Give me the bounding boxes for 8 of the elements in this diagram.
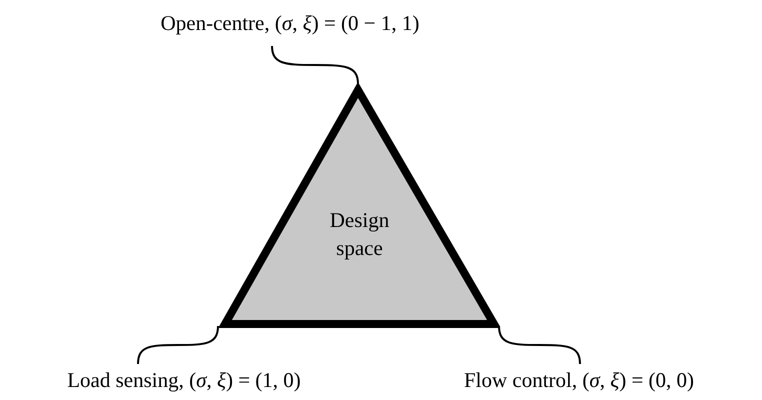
- leader-line: [498, 326, 581, 364]
- callout-text: Flow control, (σ, ξ) = (0, 0): [398, 364, 760, 398]
- leader-line: [137, 326, 219, 364]
- triangle-label: Design space: [328, 207, 390, 262]
- design-space-triangle: [219, 84, 500, 328]
- callout-text: Open-centre, (σ, ξ) = (0 − 1, 1): [90, 6, 490, 42]
- leader-line: [271, 46, 359, 84]
- callout-text: Load sensing, (σ, ξ) = (1, 0): [4, 364, 364, 398]
